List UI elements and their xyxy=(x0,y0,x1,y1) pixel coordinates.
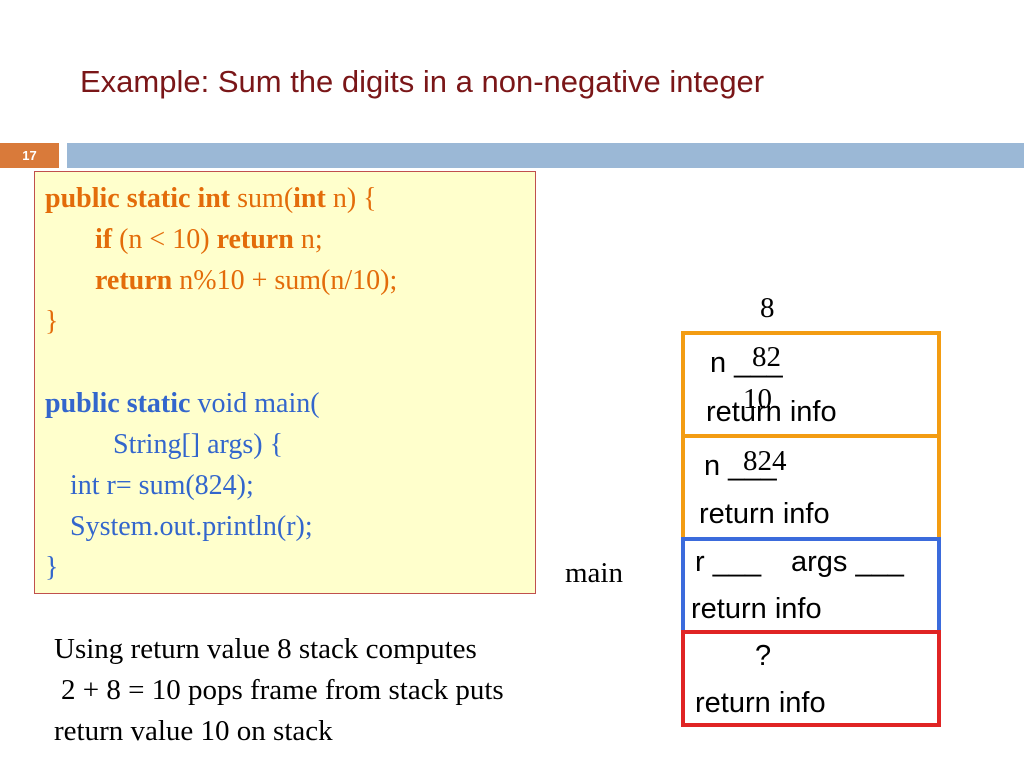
code-keyword: public static xyxy=(45,388,191,419)
code-text: n%10 + sum(n/10); xyxy=(172,265,398,296)
code-text: (n < 10) xyxy=(112,224,217,255)
code-keyword: return xyxy=(95,265,173,296)
slide-number: 17 xyxy=(0,143,59,168)
frame2-n-label: n ___ xyxy=(704,450,777,482)
code-keyword: int xyxy=(293,183,326,214)
slide-title: Example: Sum the digits in a non-negativ… xyxy=(80,64,765,99)
code-line-3: return n%10 + sum(n/10); xyxy=(95,266,397,296)
frame3-args-label: args ___ xyxy=(791,546,904,578)
frame3-r-label: r ___ xyxy=(695,546,762,578)
code-keyword: if xyxy=(95,224,113,255)
code-text: sum( xyxy=(230,183,294,214)
code-box: public static int sum(int n) { if (n < 1… xyxy=(34,171,536,594)
code-line-6: String[] args) { xyxy=(113,429,284,460)
stack-frame-bottom xyxy=(681,630,941,727)
code-line-5: public static void main( xyxy=(45,389,320,419)
code-keyword: return xyxy=(216,224,294,255)
frame1-return-info: return info xyxy=(706,396,837,428)
frame1-n-value: 82 xyxy=(752,341,781,373)
frame2-return-info: return info xyxy=(699,498,830,530)
note-line-2: 2 + 8 = 10 pops frame from stack puts xyxy=(61,674,504,706)
top-return-value: 8 xyxy=(760,292,775,324)
frame3-return-info: return info xyxy=(691,593,822,625)
code-line-8: System.out.println(r); xyxy=(70,511,313,542)
code-text: n) { xyxy=(325,183,377,214)
note-line-1: Using return value 8 stack computes xyxy=(54,633,477,665)
code-line-9: } xyxy=(45,552,59,583)
code-line-7: int r= sum(824); xyxy=(70,470,254,501)
code-line-1: public static int sum(int n) { xyxy=(45,184,377,214)
note-line-3: return value 10 on stack xyxy=(54,715,333,747)
code-text: void main( xyxy=(190,388,320,419)
header-band xyxy=(67,143,1024,168)
code-keyword: public static int xyxy=(45,183,231,214)
frame1-n-label: n ___ xyxy=(710,347,783,379)
frame4-value: ? xyxy=(755,640,772,672)
frame2-n-value: 824 xyxy=(743,445,787,477)
code-line-2: if (n < 10) return n; xyxy=(95,225,323,255)
frame1-result-value: 10 xyxy=(743,383,772,415)
code-line-4: } xyxy=(45,306,59,337)
code-text: n; xyxy=(293,224,323,255)
frame4-return-info: return info xyxy=(695,687,826,719)
main-label: main xyxy=(565,557,623,589)
